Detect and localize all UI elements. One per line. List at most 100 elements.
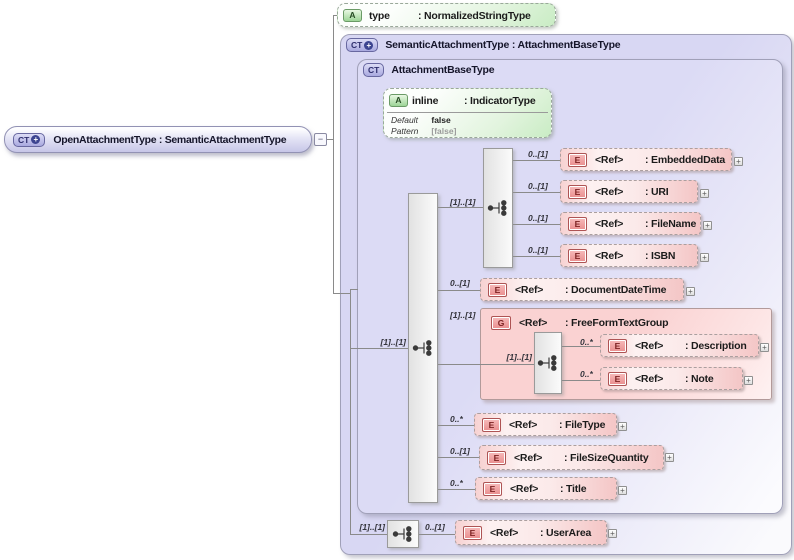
element-type: : URI	[645, 185, 669, 198]
element-description[interactable]: E <Ref> : Description	[600, 334, 759, 357]
cardinality-label: 0..*	[580, 369, 593, 379]
frame-title: AttachmentBaseType	[391, 64, 495, 76]
element-document-date-time[interactable]: E <Ref> : DocumentDateTime	[480, 278, 684, 301]
frame-header-attachment-base-type: CT AttachmentBaseType	[363, 63, 495, 77]
element-isbn[interactable]: E <Ref> : ISBN	[560, 244, 698, 267]
facet-default: Default false	[391, 115, 451, 125]
expand-button[interactable]: +	[618, 486, 627, 495]
connector	[438, 290, 480, 291]
element-ref: <Ref>	[595, 217, 624, 230]
group-header: G <Ref> : FreeFormTextGroup	[491, 316, 669, 330]
cardinality-label: 0..*	[450, 414, 463, 424]
frame-title: SemanticAttachmentType : AttachmentBaseT…	[385, 39, 621, 51]
element-ref: <Ref>	[635, 372, 664, 385]
sequence-compositor-ffg[interactable]	[534, 332, 562, 394]
element-type: : FileName	[645, 217, 697, 230]
derived-plus-icon: +	[364, 40, 374, 50]
cardinality-label: [1]..[1]	[359, 522, 386, 532]
expand-button[interactable]: +	[700, 189, 709, 198]
compositor-icon	[392, 526, 412, 542]
connector	[350, 289, 358, 290]
cardinality-label: 0..[1]	[528, 181, 548, 191]
group-ref: <Ref>	[519, 317, 548, 329]
element-embedded-data[interactable]: E <Ref> : EmbeddedData	[560, 148, 732, 171]
element-type: : UserArea	[540, 526, 592, 539]
cardinality-label: [1]..[1]	[450, 197, 476, 207]
expand-button[interactable]: +	[760, 343, 769, 352]
attribute-type[interactable]: A type : NormalizedStringType	[337, 3, 556, 27]
element-ref: <Ref>	[595, 249, 624, 262]
element-ref: <Ref>	[490, 526, 519, 539]
element-type: : EmbeddedData	[645, 153, 726, 166]
element-badge: E	[488, 282, 507, 297]
element-ref: <Ref>	[509, 418, 538, 431]
attribute-name: type	[369, 9, 390, 22]
expand-button[interactable]: +	[686, 287, 695, 296]
expand-button[interactable]: +	[665, 453, 674, 462]
expand-button[interactable]: +	[703, 221, 712, 230]
sequence-compositor-main[interactable]	[408, 193, 438, 503]
element-file-size-quantity[interactable]: E <Ref> : FileSizeQuantity	[479, 445, 664, 470]
expand-button[interactable]: +	[744, 376, 753, 385]
choice-compositor-top[interactable]	[483, 148, 513, 268]
connector	[513, 192, 560, 193]
connector	[438, 425, 474, 426]
element-badge: E	[482, 417, 501, 432]
element-type: : FileType	[559, 418, 606, 431]
attribute-inline[interactable]: A inline : IndicatorType Default false P…	[383, 88, 552, 138]
element-ref: <Ref>	[595, 185, 624, 198]
element-note[interactable]: E <Ref> : Note	[600, 367, 743, 390]
derived-plus-icon: +	[31, 135, 41, 144]
cardinality-label: 0..[1]	[528, 245, 548, 255]
cardinality-label: 0..[1]	[450, 278, 470, 288]
element-badge: E	[568, 152, 587, 167]
element-file-name[interactable]: E <Ref> : FileName	[560, 212, 701, 235]
facet-separator	[387, 112, 548, 113]
cardinality-label: [1]..[1]	[450, 310, 476, 320]
element-badge: E	[487, 450, 506, 465]
connector	[562, 380, 600, 381]
element-title[interactable]: E <Ref> : Title	[475, 477, 617, 500]
expand-button[interactable]: +	[700, 253, 709, 262]
expand-button[interactable]: +	[734, 157, 743, 166]
cardinality-label: 0..[1]	[528, 149, 548, 159]
cardinality-label: 0..[1]	[450, 446, 470, 456]
complex-type-badge: CT+	[346, 38, 379, 52]
attribute-badge: A	[343, 9, 362, 22]
collapse-button[interactable]: −	[314, 133, 327, 146]
cardinality-label: 0..*	[450, 478, 463, 488]
element-uri[interactable]: E <Ref> : URI	[560, 180, 698, 203]
connector	[513, 224, 560, 225]
cardinality-label: [1]..[1]	[380, 337, 407, 347]
expand-button[interactable]: +	[618, 422, 627, 431]
connector	[419, 534, 455, 535]
element-type: : Title	[560, 482, 587, 495]
element-ref: <Ref>	[510, 482, 539, 495]
connector	[333, 293, 350, 294]
attribute-name: inline	[412, 94, 439, 107]
root-title: OpenAttachmentType : SemanticAttachmentT…	[53, 133, 287, 146]
element-file-type[interactable]: E <Ref> : FileType	[474, 413, 617, 436]
cardinality-label: 0..[1]	[425, 522, 445, 532]
element-badge: E	[608, 371, 627, 386]
connector	[438, 489, 475, 490]
attribute-type-label: : NormalizedStringType	[418, 9, 531, 22]
expand-button[interactable]: +	[608, 529, 617, 538]
element-user-area[interactable]: E <Ref> : UserArea	[455, 520, 607, 545]
cardinality-label: 0..[1]	[528, 213, 548, 223]
complex-type-open-attachment-type[interactable]: CT+ OpenAttachmentType : SemanticAttachm…	[4, 126, 312, 153]
element-type: : Description	[685, 339, 747, 352]
frame-header-semantic-attachment-type: CT+ SemanticAttachmentType : AttachmentB…	[346, 38, 621, 52]
connector	[333, 15, 334, 293]
connector	[513, 256, 560, 257]
element-type: : Note	[685, 372, 714, 385]
complex-type-badge: CT	[363, 63, 385, 77]
element-type: : DocumentDateTime	[565, 283, 667, 296]
attribute-type-label: : IndicatorType	[464, 94, 536, 107]
element-badge: E	[463, 525, 482, 540]
sequence-compositor-bottom[interactable]	[387, 520, 419, 548]
element-badge: E	[483, 481, 502, 496]
connector	[480, 364, 534, 365]
connector	[350, 534, 388, 535]
